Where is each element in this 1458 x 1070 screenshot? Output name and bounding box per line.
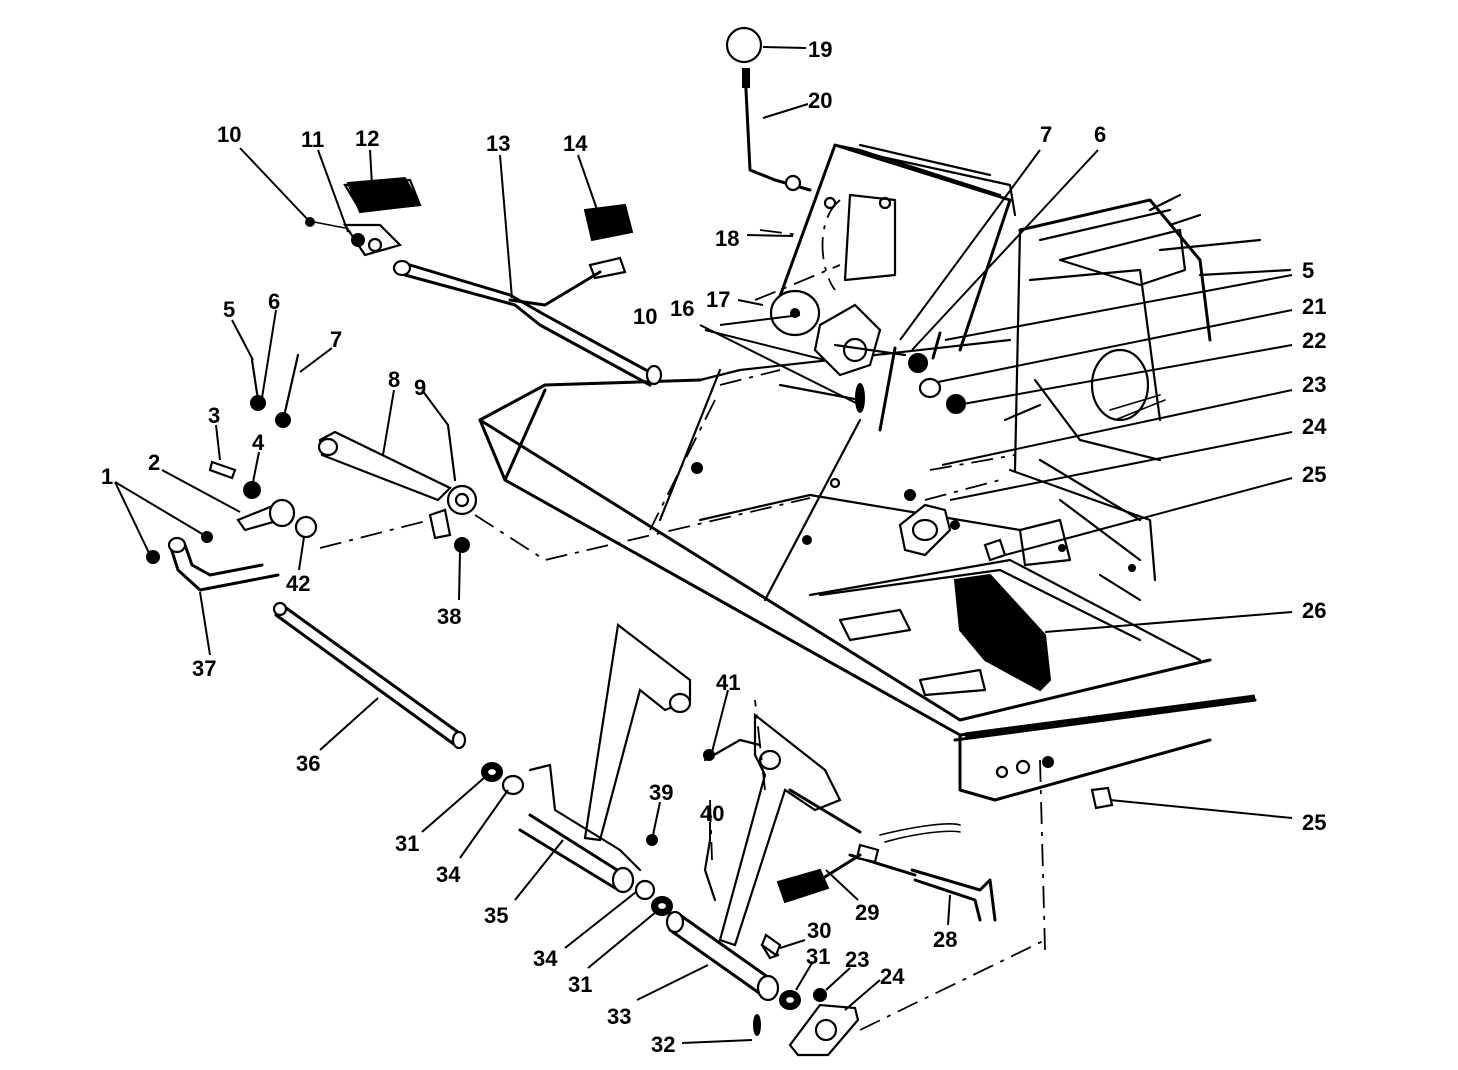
callout-41: 41 [716, 670, 740, 695]
callout-labels: 19 20 18 17 16 10 7 6 5 21 22 23 24 25 2… [101, 37, 1327, 1057]
callout-9: 9 [414, 375, 426, 400]
callout-24-right: 24 [1302, 414, 1327, 439]
center-lines [319, 229, 1046, 1031]
callout-34-mid: 34 [533, 946, 558, 971]
callout-14: 14 [563, 131, 588, 156]
callout-16: 16 [670, 296, 694, 321]
callout-38: 38 [437, 604, 461, 629]
knob-part [725, 26, 763, 64]
callout-31-left: 31 [395, 831, 419, 856]
callout-17: 17 [706, 287, 730, 312]
callout-13: 13 [486, 131, 510, 156]
callout-23-bottom: 23 [845, 947, 869, 972]
callout-40: 40 [700, 801, 724, 826]
leader-lines [114, 46, 1293, 1044]
callout-8: 8 [388, 367, 400, 392]
callout-42: 42 [286, 571, 310, 596]
callout-5-left: 5 [223, 297, 235, 322]
callout-21: 21 [1302, 294, 1326, 319]
callout-35: 35 [484, 903, 508, 928]
callout-6-right: 6 [1094, 122, 1106, 147]
callout-22: 22 [1302, 328, 1326, 353]
callout-31-right: 31 [806, 944, 830, 969]
callout-34-left: 34 [436, 862, 461, 887]
frame-assembly [478, 143, 1292, 802]
callout-24-bottom: 24 [880, 964, 905, 989]
callout-25-bottom: 25 [1302, 810, 1326, 835]
callout-10-mid: 10 [633, 304, 657, 329]
callout-23-right: 23 [1302, 372, 1326, 397]
callout-7-right: 7 [1040, 122, 1052, 147]
pedal-arm-assembly [305, 176, 663, 387]
callout-25-top: 25 [1302, 462, 1326, 487]
callout-7-left: 7 [330, 327, 342, 352]
callout-18: 18 [715, 226, 739, 251]
callout-4: 4 [252, 430, 265, 455]
callout-37: 37 [192, 656, 216, 681]
callout-20: 20 [808, 88, 832, 113]
callout-33: 33 [607, 1004, 631, 1029]
callout-1: 1 [101, 464, 113, 489]
callout-12: 12 [355, 126, 379, 151]
callout-31-mid: 31 [568, 972, 592, 997]
callout-28: 28 [933, 927, 957, 952]
left-linkage [146, 353, 525, 796]
lower-pedals [518, 489, 1114, 1057]
callout-30: 30 [807, 918, 831, 943]
callout-39: 39 [649, 780, 673, 805]
callout-19: 19 [808, 37, 832, 62]
callout-3: 3 [208, 403, 220, 428]
callout-32: 32 [651, 1032, 675, 1057]
callout-26: 26 [1302, 598, 1326, 623]
callout-10-left: 10 [217, 122, 241, 147]
callout-6-left: 6 [268, 289, 280, 314]
callout-5-right: 5 [1302, 258, 1314, 283]
callout-11: 11 [301, 127, 324, 152]
steering-column-parts [725, 26, 966, 432]
callout-36: 36 [296, 751, 320, 776]
callout-2: 2 [148, 450, 160, 475]
callout-29: 29 [855, 900, 879, 925]
